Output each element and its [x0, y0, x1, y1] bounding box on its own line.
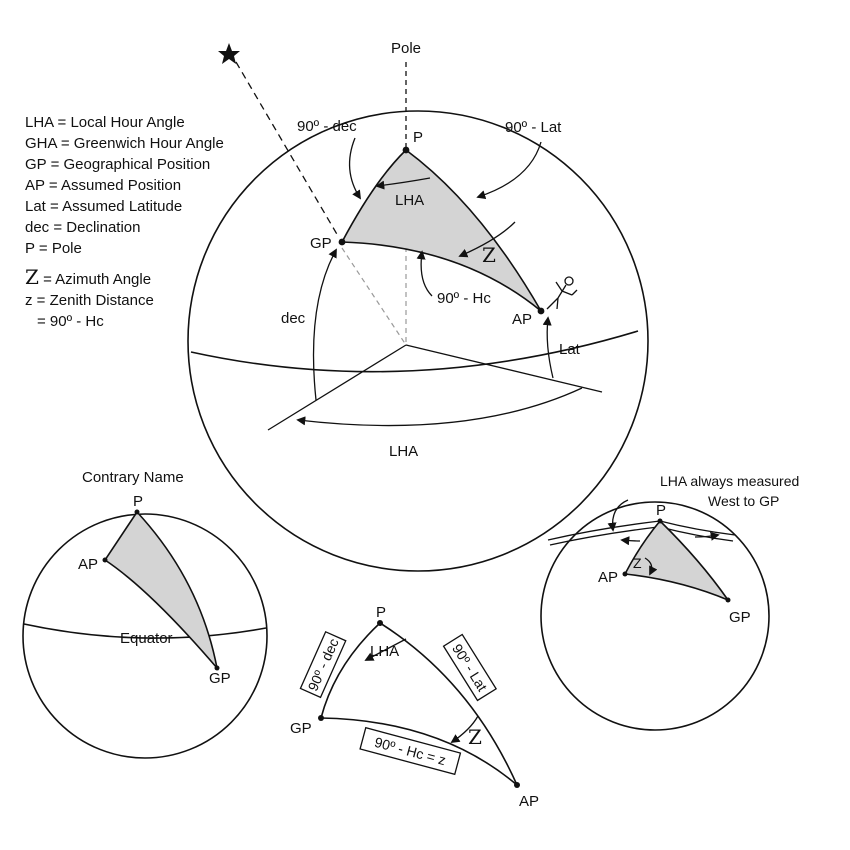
detail-z-arrow: [450, 715, 479, 744]
detail-z-label: Z: [468, 725, 482, 749]
box-ninety-hc-frame: [359, 726, 462, 776]
star-direction-line: [235, 61, 339, 237]
right-latitude-arc-outer: [547, 520, 661, 541]
right-latitude-arc-outer-2: [659, 520, 736, 536]
legend-lha: LHA = Local Hour Angle: [25, 114, 185, 131]
main-globe: Pole P GP AP LHA LHA Z dec Lat 90º - dec…: [187, 40, 649, 572]
gp-label: GP: [310, 235, 332, 252]
ninety-dec-label: 90º - dec: [297, 118, 357, 135]
left-ap-point: [102, 557, 108, 563]
box-ninety-lat: 90º - Lat: [442, 633, 498, 702]
right-p-point: [657, 518, 663, 524]
ap-point: [537, 307, 545, 315]
left-p-point: [134, 509, 140, 515]
right-z-arrow: [644, 557, 658, 576]
legend-azimuth: Z = Azimuth Angle: [25, 265, 151, 289]
right-lha-arrow-right: [694, 531, 720, 541]
lha-note-line2: West to GP: [708, 493, 779, 509]
ap-label: AP: [512, 311, 532, 328]
legend-azimuth-text: = Azimuth Angle: [39, 271, 151, 288]
legend-p: P = Pole: [25, 240, 82, 257]
legend-dec: dec = Declination: [25, 219, 141, 236]
star-direction-hidden: [341, 247, 407, 346]
left-globe: Contrary Name P AP Equator GP: [22, 469, 268, 759]
legend-gp: GP = Geographical Position: [25, 156, 210, 173]
box-ninety-dec: 90º - dec: [299, 630, 347, 699]
right-sphere-outline: [540, 501, 770, 731]
right-ap-point: [622, 571, 628, 577]
right-gp-label: GP: [729, 609, 751, 626]
legend-zenith-distance: z = Zenith Distance: [25, 292, 154, 309]
p-label: P: [413, 129, 423, 146]
dec-label: dec: [281, 310, 306, 327]
pole-point: [402, 146, 410, 154]
star-icon: [218, 43, 240, 64]
right-gp-point: [725, 597, 731, 603]
right-latitude-arc-inner: [549, 526, 659, 546]
lat-arc-arrow: [542, 316, 554, 379]
pole-label: Pole: [391, 40, 421, 57]
detail-lha-arrow: [364, 638, 407, 661]
legend: LHA = Local Hour Angle GHA = Greenwich H…: [25, 114, 224, 330]
lha-bottom-label: LHA: [389, 443, 418, 460]
side-pole-ap: [379, 622, 518, 786]
left-equator: [23, 623, 267, 639]
lha-note-line1: LHA always measured: [660, 473, 799, 489]
observer-figure-icon: [546, 276, 578, 310]
z-azimuth-label: Z: [482, 243, 496, 267]
main-equator: [190, 330, 639, 373]
box-ninety-dec-frame: [299, 630, 347, 699]
detail-p-point: [377, 620, 383, 626]
legend-lat: Lat = Assumed Latitude: [25, 198, 182, 215]
lha-top-label: LHA: [395, 192, 424, 209]
legend-azimuth-symbol: Z: [25, 265, 39, 289]
lat-label: Lat: [559, 341, 581, 358]
left-gp-point: [214, 665, 220, 671]
right-lha-arrow-left: [620, 536, 641, 546]
left-sphere-outline: [22, 513, 268, 759]
ninety-lat-label: 90º - Lat: [505, 119, 562, 136]
right-ap-label: AP: [598, 569, 618, 586]
equator-label: Equator: [120, 630, 173, 647]
main-sphere-outline: [187, 110, 649, 572]
detail-ap-label: AP: [519, 793, 539, 810]
ninety-hc-label: 90º - Hc: [437, 290, 491, 307]
ninety-dec-pointer: [348, 137, 361, 200]
right-navigational-triangle: [623, 519, 731, 602]
ninety-hc-pointer: [416, 250, 433, 297]
detail-gp-point: [318, 715, 324, 721]
left-navigational-triangle: [103, 510, 219, 671]
dec-arc-arrow: [312, 248, 337, 401]
box-ninety-lat-frame: [442, 633, 498, 702]
ninety-lat-pointer: [476, 141, 542, 200]
lha-equator-arrow: [296, 387, 583, 427]
box-ninety-hc: 90º - Hc = z: [359, 726, 462, 776]
lha-note-pointer: [607, 499, 629, 532]
detail-lha-label: LHA: [370, 643, 399, 660]
right-z-label: Z: [633, 555, 642, 571]
side-gp-ap: [320, 717, 518, 786]
navigational-triangle-detail: P GP AP LHA Z 90º - dec 90º - Lat 90º - …: [290, 604, 539, 810]
radius-left: [267, 344, 407, 431]
detail-ap-point: [514, 782, 520, 788]
right-p-label: P: [656, 502, 666, 519]
radius-right: [405, 344, 603, 393]
legend-gha: GHA = Greenwich Hour Angle: [25, 135, 224, 152]
contrary-name-title: Contrary Name: [82, 469, 184, 486]
detail-gp-label: GP: [290, 720, 312, 737]
detail-p-label: P: [376, 604, 386, 621]
side-pole-gp: [320, 622, 381, 719]
z-angle-arrow: [458, 221, 516, 258]
left-gp-label: GP: [209, 670, 231, 687]
left-ap-label: AP: [78, 556, 98, 573]
right-globe: LHA always measured West to GP P Z AP GP: [540, 473, 799, 731]
legend-zenith-formula: = 90º - Hc: [37, 313, 104, 330]
legend-ap: AP = Assumed Position: [25, 177, 181, 194]
lha-pole-arrow: [375, 177, 431, 190]
main-navigational-triangle: [340, 148, 542, 312]
left-p-label: P: [133, 493, 143, 510]
gp-point: [338, 238, 346, 246]
